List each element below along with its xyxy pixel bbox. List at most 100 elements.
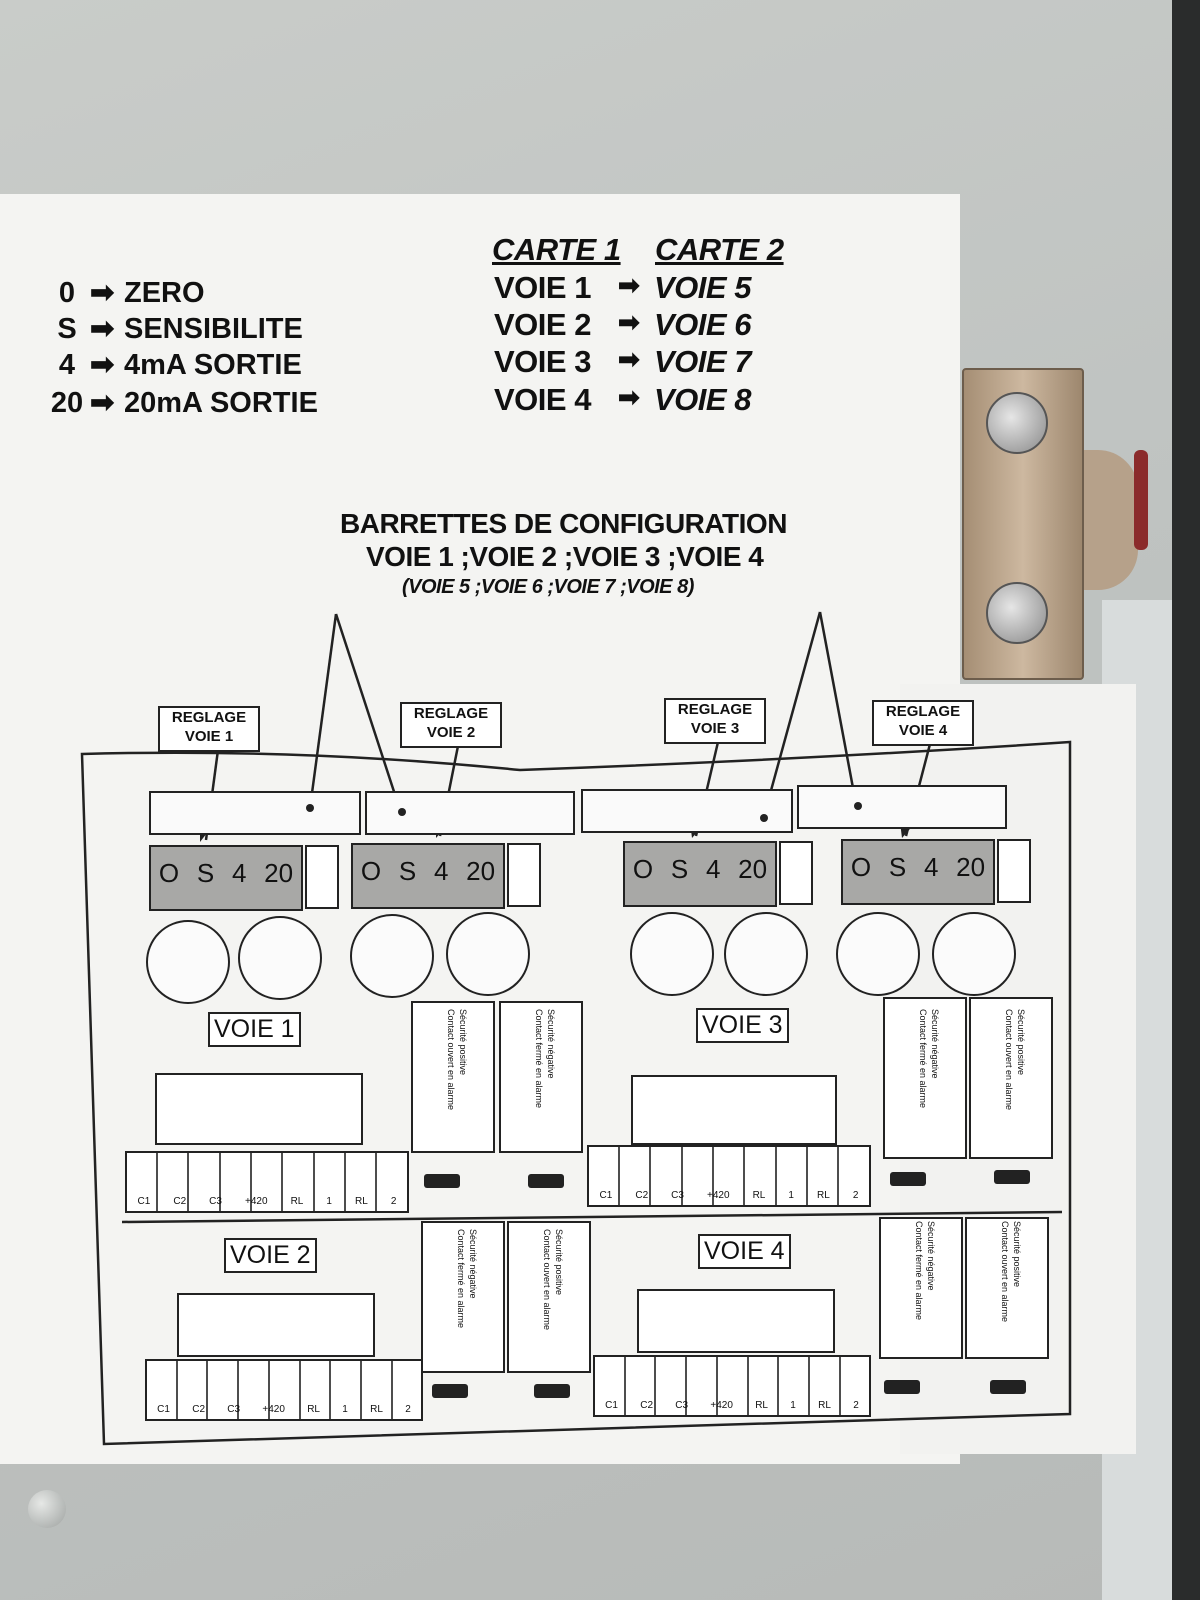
relay-line: Sécurité positive — [554, 1229, 564, 1296]
relay-line: Contact fermé en alarme — [534, 1009, 544, 1109]
terminal-label: C2 — [173, 1196, 187, 1207]
relay-line: Sécurité positive — [1012, 1221, 1022, 1288]
relay-card-text: Sécurité positive Contact ouvert en alar… — [1003, 1009, 1027, 1139]
relay-line: Contact fermé en alarme — [456, 1229, 466, 1329]
callout-line: VOIE 2 — [426, 724, 476, 741]
switch-label: S — [670, 854, 689, 884]
card1-voie: VOIE 4 — [494, 382, 591, 417]
card1-voie: VOIE 1 — [494, 270, 591, 305]
relay-card-text: Sécurité positive Contact ouvert en alar… — [541, 1229, 565, 1359]
legend-meaning: SENSIBILITE — [124, 313, 303, 345]
relay-line: Sécurité positive — [1016, 1009, 1026, 1076]
card2-voie: VOIE 7 — [654, 344, 751, 379]
relay-line: Contact ouvert en alarme — [1000, 1221, 1010, 1323]
callout-reglage-voie-3: REGLAGE VOIE 3 — [664, 698, 766, 744]
switch-label: 4 — [433, 856, 449, 886]
switch-label: S — [196, 858, 215, 888]
terminal-label: C1 — [599, 1190, 613, 1201]
terminal-label: +420 — [710, 1400, 733, 1411]
legend-row: 20➡ 20mA SORTIE — [44, 385, 318, 420]
relay-line: Contact fermé en alarme — [914, 1221, 924, 1321]
terminal-label: 2 — [853, 1400, 859, 1411]
callout-reglage-voie-1: REGLAGE VOIE 1 — [158, 706, 260, 752]
callout-line: REGLAGE — [885, 703, 961, 720]
terminal-label: RL — [307, 1404, 320, 1415]
arrow-right-icon: ➡ — [90, 349, 115, 381]
legend-meaning: 4mA SORTIE — [124, 349, 302, 381]
switch-label: 20 — [956, 852, 986, 882]
switch-label: 20 — [738, 854, 768, 884]
nut-icon — [986, 392, 1048, 454]
switch-label: O — [632, 854, 654, 884]
card1-voie: VOIE 2 — [494, 307, 591, 342]
terminal-label: RL — [755, 1400, 768, 1411]
terminal-label: RL — [370, 1404, 383, 1415]
board-label-voie-3: VOIE 3 — [696, 1008, 789, 1043]
relay-card-text: Sécurité positive Contact ouvert en alar… — [445, 1009, 469, 1139]
switch-label: S — [888, 852, 907, 882]
callout-line: REGLAGE — [171, 709, 247, 726]
legend-row: S ➡ SENSIBILITE — [44, 311, 303, 346]
terminal-label: 2 — [852, 1190, 859, 1201]
arrow-right-icon: ➡ — [618, 270, 640, 300]
relay-line: Contact ouvert en alarme — [542, 1229, 552, 1331]
relay-line: Sécurité négative — [546, 1009, 556, 1079]
terminal-label: 1 — [326, 1196, 332, 1207]
relay-line: Sécurité positive — [458, 1009, 468, 1076]
door-hinge — [962, 368, 1084, 680]
card1-title: CARTE 1 — [492, 232, 621, 267]
relay-card-text: Sécurité positive Contact ouvert en alar… — [999, 1221, 1023, 1351]
callout-line: VOIE 1 — [184, 728, 234, 745]
config-subtitle: VOIE 1 ;VOIE 2 ;VOIE 3 ;VOIE 4 — [366, 541, 764, 572]
terminal-label: +420 — [245, 1196, 268, 1207]
terminal-label: 1 — [790, 1400, 796, 1411]
callout-line: VOIE 4 — [898, 722, 948, 739]
terminal-label: C2 — [635, 1190, 649, 1201]
terminal-label: C3 — [227, 1404, 241, 1415]
hinge-arm — [1078, 450, 1138, 590]
relay-card-text: Sécurité négative Contact fermé en alarm… — [455, 1229, 479, 1359]
switch-label: 20 — [466, 856, 496, 886]
legend-row: 4 ➡ 4mA SORTIE — [44, 347, 302, 382]
switch-label: O — [360, 856, 382, 886]
card2-voie: VOIE 6 — [654, 307, 751, 342]
arrow-right-icon: ➡ — [618, 307, 640, 337]
relay-card-text: Sécurité négative Contact fermé en alarm… — [917, 1009, 941, 1139]
callout-reglage-voie-4: REGLAGE VOIE 4 — [872, 700, 974, 746]
terminal-label: 1 — [788, 1190, 794, 1201]
legend-symbol: 20 — [50, 387, 84, 419]
terminal-label: C2 — [640, 1400, 654, 1411]
board-label-voie-1: VOIE 1 — [208, 1012, 301, 1047]
terminal-label: RL — [290, 1196, 304, 1207]
arrow-right-icon: ➡ — [90, 387, 115, 419]
card2-title: CARTE 2 — [655, 232, 784, 267]
terminal-label: +420 — [262, 1404, 285, 1415]
legend-symbol: 0 — [58, 277, 76, 309]
legend-symbol: S — [57, 313, 77, 345]
terminal-label: C3 — [675, 1400, 689, 1411]
legend-meaning: ZERO — [124, 277, 205, 309]
terminal-label: RL — [816, 1190, 830, 1201]
relay-card-text: Sécurité négative Contact fermé en alarm… — [913, 1221, 937, 1351]
board-label-voie-4: VOIE 4 — [698, 1234, 791, 1269]
switch-label: 20 — [264, 858, 294, 888]
door-edge — [1172, 0, 1200, 1600]
relay-line: Contact ouvert en alarme — [446, 1009, 456, 1111]
legend-symbol: 4 — [58, 349, 76, 381]
relay-line: Sécurité négative — [930, 1009, 940, 1079]
legend-meaning: 20mA SORTIE — [124, 387, 318, 419]
arrow-right-icon: ➡ — [90, 313, 115, 345]
card1-voie: VOIE 3 — [494, 344, 591, 379]
nut-icon — [986, 582, 1048, 644]
switch-label: S — [398, 856, 417, 886]
card2-voie: VOIE 5 — [654, 270, 751, 305]
terminal-label: RL — [818, 1400, 831, 1411]
terminal-label: +420 — [707, 1190, 730, 1201]
